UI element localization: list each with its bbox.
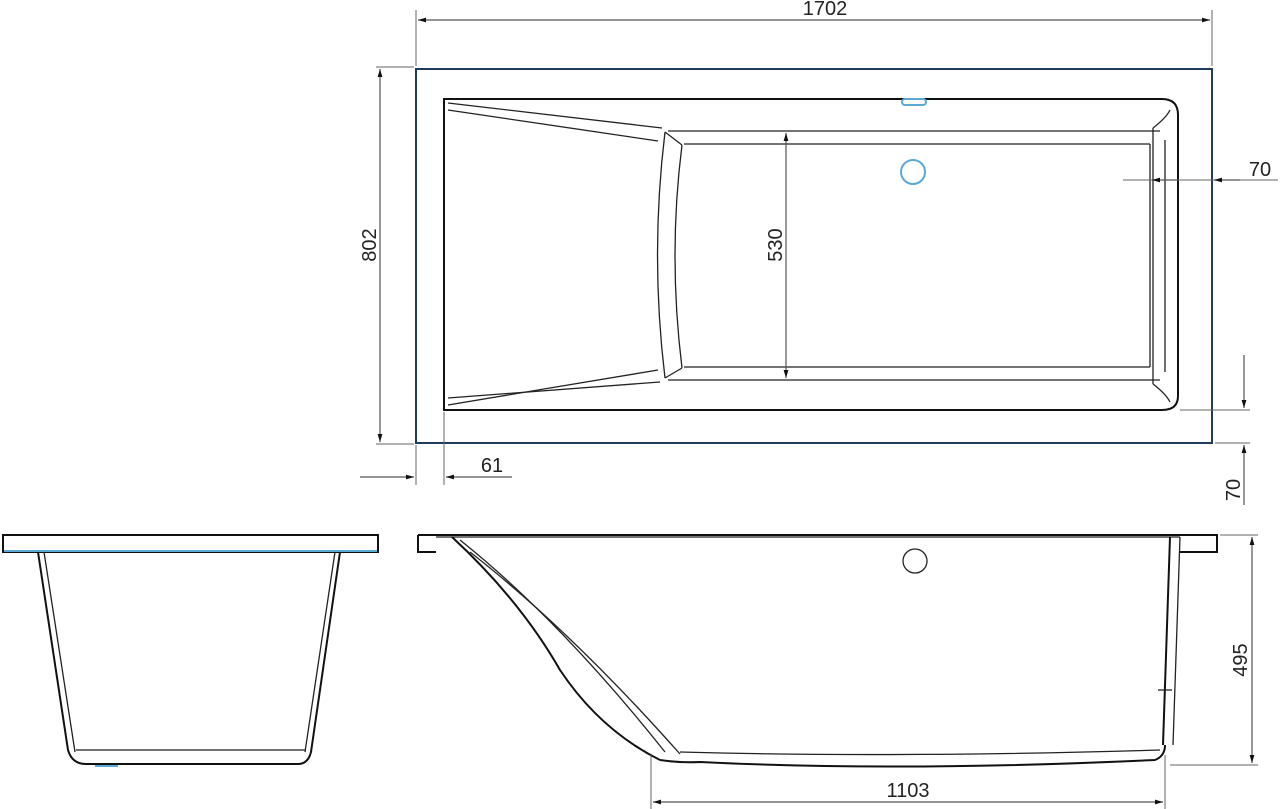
dimension-bottom-length: 1103 <box>650 755 1166 809</box>
top-view <box>415 68 1213 444</box>
dimension-rim-right: 70 <box>1123 159 1278 183</box>
svg-text:61: 61 <box>481 455 503 477</box>
dimension-rim-left: 61 <box>360 412 512 485</box>
outer-rim <box>415 68 1213 444</box>
svg-text:70: 70 <box>1223 479 1245 501</box>
dimension-overall-length: 1702 <box>415 0 1213 66</box>
drain-icon <box>900 159 926 185</box>
dimension-height: 495 <box>1170 534 1258 766</box>
dimension-overall-width: 802 <box>359 66 414 445</box>
svg-text:70: 70 <box>1249 159 1271 181</box>
overflow-hole-icon <box>902 548 928 574</box>
svg-text:1103: 1103 <box>886 780 929 802</box>
end-rim <box>2 534 379 553</box>
dimension-rim-bottom: 70 <box>1180 355 1250 505</box>
basin-outline <box>443 98 1179 411</box>
svg-text:1702: 1702 <box>803 0 848 20</box>
svg-text:530: 530 <box>765 228 787 261</box>
dimension-inner-width: 530 <box>765 133 789 378</box>
side-view <box>417 534 1218 768</box>
svg-text:802: 802 <box>359 228 381 261</box>
svg-text:495: 495 <box>1230 643 1252 676</box>
overflow-icon <box>901 98 927 106</box>
end-view <box>2 534 379 767</box>
